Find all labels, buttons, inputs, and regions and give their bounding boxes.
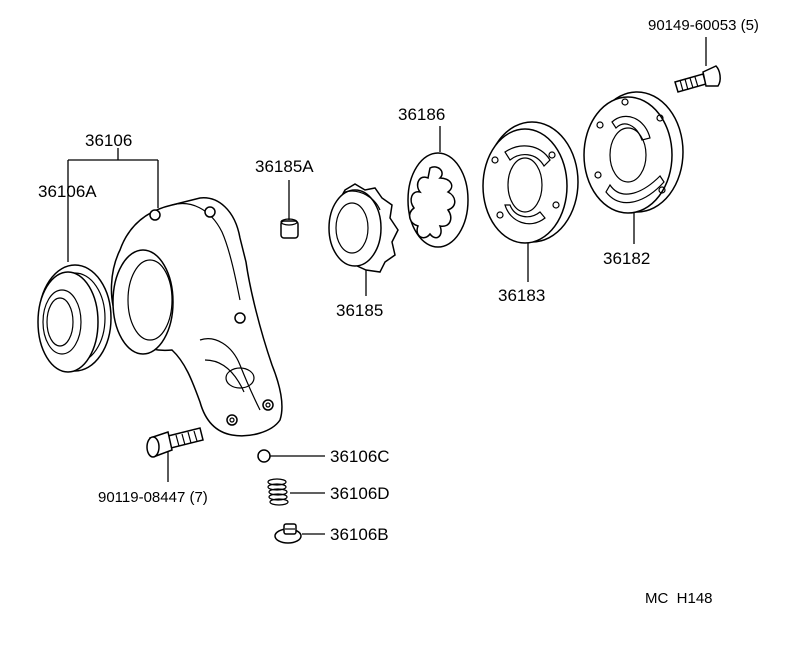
label-36106D: 36106D (330, 484, 390, 503)
label-90149: 90149-60053 (5) (648, 17, 759, 34)
screw-part[interactable] (674, 65, 721, 93)
pump-housing-part[interactable] (110, 197, 283, 437)
spring-part[interactable] (267, 478, 289, 506)
label-90119: 90119-08447 (7) (98, 489, 208, 506)
drive-gear-part[interactable] (328, 183, 399, 273)
diagram-code: MC H148 (645, 590, 713, 607)
label-36185A: 36185A (255, 157, 314, 176)
label-36185: 36185 (336, 301, 383, 320)
label-36106C: 36106C (330, 447, 390, 466)
bolt-part[interactable] (146, 427, 204, 458)
label-36106B: 36106B (330, 525, 389, 544)
label-36106: 36106 (85, 131, 132, 150)
plug-part[interactable] (274, 523, 302, 544)
label-36182: 36182 (603, 249, 650, 268)
pump-cover-part[interactable] (583, 91, 684, 214)
driven-rotor-part[interactable] (407, 152, 469, 248)
label-36186: 36186 (398, 105, 445, 124)
dowel-pin-part[interactable] (280, 218, 299, 239)
o-ring-part[interactable] (257, 449, 271, 463)
oil-seal-part[interactable] (37, 264, 112, 373)
label-36106A: 36106A (38, 182, 97, 201)
pump-plate-part[interactable] (482, 121, 579, 244)
label-36183: 36183 (498, 286, 545, 305)
